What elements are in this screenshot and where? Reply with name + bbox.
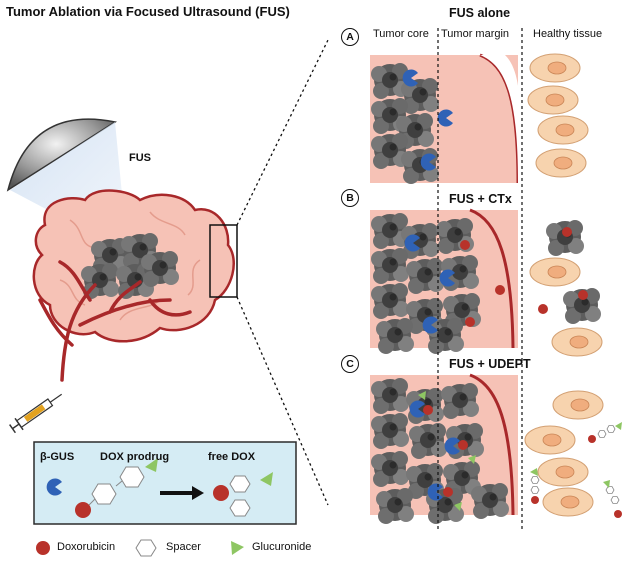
syringe-icon [9, 393, 63, 434]
tumor-overview [6, 39, 329, 506]
zoom-region [209, 224, 238, 298]
mechanism-enzyme-label: β-GUS [40, 451, 75, 463]
mechanism-product-label: free DOX [208, 451, 256, 463]
legend-glucuronide: Glucuronide [252, 541, 312, 553]
glucuronide-icon [145, 458, 158, 472]
column-tumor-margin: Tumor margin [441, 28, 510, 40]
panel-b [370, 208, 603, 357]
panel-a [370, 53, 589, 184]
legend-doxorubicin: Doxorubicin [57, 541, 116, 553]
panel-b-title: FUS + CTx [449, 192, 512, 206]
panel-b-badge: B [341, 189, 359, 207]
legend-spacer: Spacer [166, 541, 201, 553]
legend-glucuronide-icon [231, 541, 244, 555]
legend [36, 539, 244, 557]
column-healthy-tissue: Healthy tissue [533, 28, 603, 40]
panel-a-title: FUS alone [449, 6, 511, 20]
mechanism-prodrug-label: DOX prodrug [100, 451, 170, 463]
panel-c-badge: C [341, 355, 359, 373]
panel-c-title: FUS + UDEPT [449, 357, 531, 371]
dox-icon [75, 502, 91, 518]
column-tumor-core: Tumor core [373, 28, 429, 40]
panel-a-badge: A [341, 28, 359, 46]
legend-spacer-icon [135, 539, 157, 557]
blood-vessel [38, 260, 192, 382]
figure-title: Tumor Ablation via Focused Ultrasound (F… [6, 4, 290, 19]
mechanism-box [33, 441, 297, 525]
legend-doxorubicin-icon [36, 541, 50, 555]
panel-c [370, 373, 622, 524]
fus-label: FUS [129, 152, 151, 164]
transducer-icon [6, 118, 117, 192]
